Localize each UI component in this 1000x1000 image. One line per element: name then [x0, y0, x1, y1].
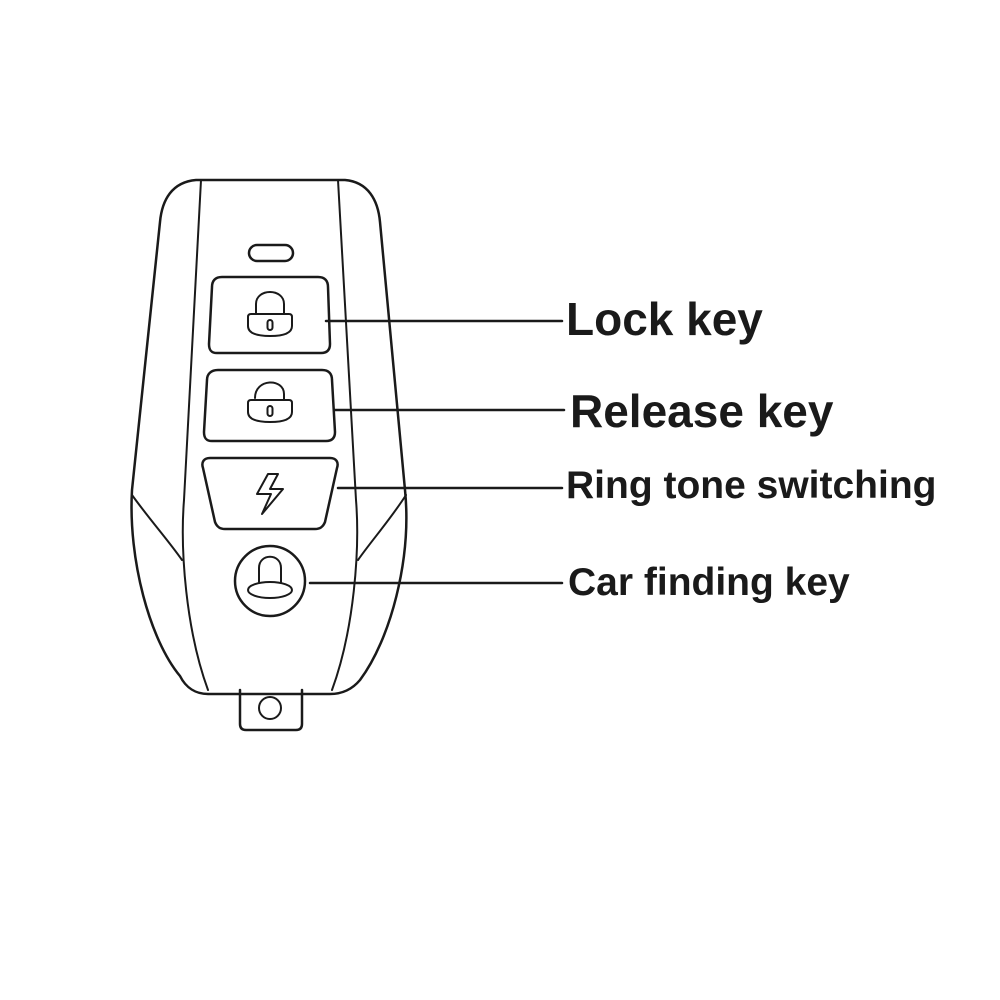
- lock-open-icon: [247, 381, 293, 423]
- keyring-hole: [258, 696, 282, 720]
- indicator-light: [247, 243, 295, 263]
- fob-left-side-curve: [131, 494, 183, 561]
- lightning-bolt-icon: [256, 473, 284, 515]
- bell-icon: [247, 555, 293, 599]
- release-key-label: Release key: [570, 385, 834, 437]
- ring-tone-switching-button[interactable]: [201, 456, 339, 531]
- release-key-button[interactable]: [202, 368, 337, 443]
- keyring-tab: [238, 688, 304, 732]
- car-finding-key-label: Car finding key: [568, 561, 850, 604]
- lock-closed-icon: [247, 291, 293, 337]
- lock-key-button[interactable]: [207, 275, 332, 355]
- lock-key-label: Lock key: [566, 293, 763, 345]
- car-finding-key-button[interactable]: [233, 544, 307, 618]
- fob-left-side-panel: [181, 179, 209, 691]
- key-fob: [130, 178, 408, 732]
- fob-right-side-curve: [357, 494, 407, 561]
- ring-tone-switching-label: Ring tone switching: [566, 464, 937, 507]
